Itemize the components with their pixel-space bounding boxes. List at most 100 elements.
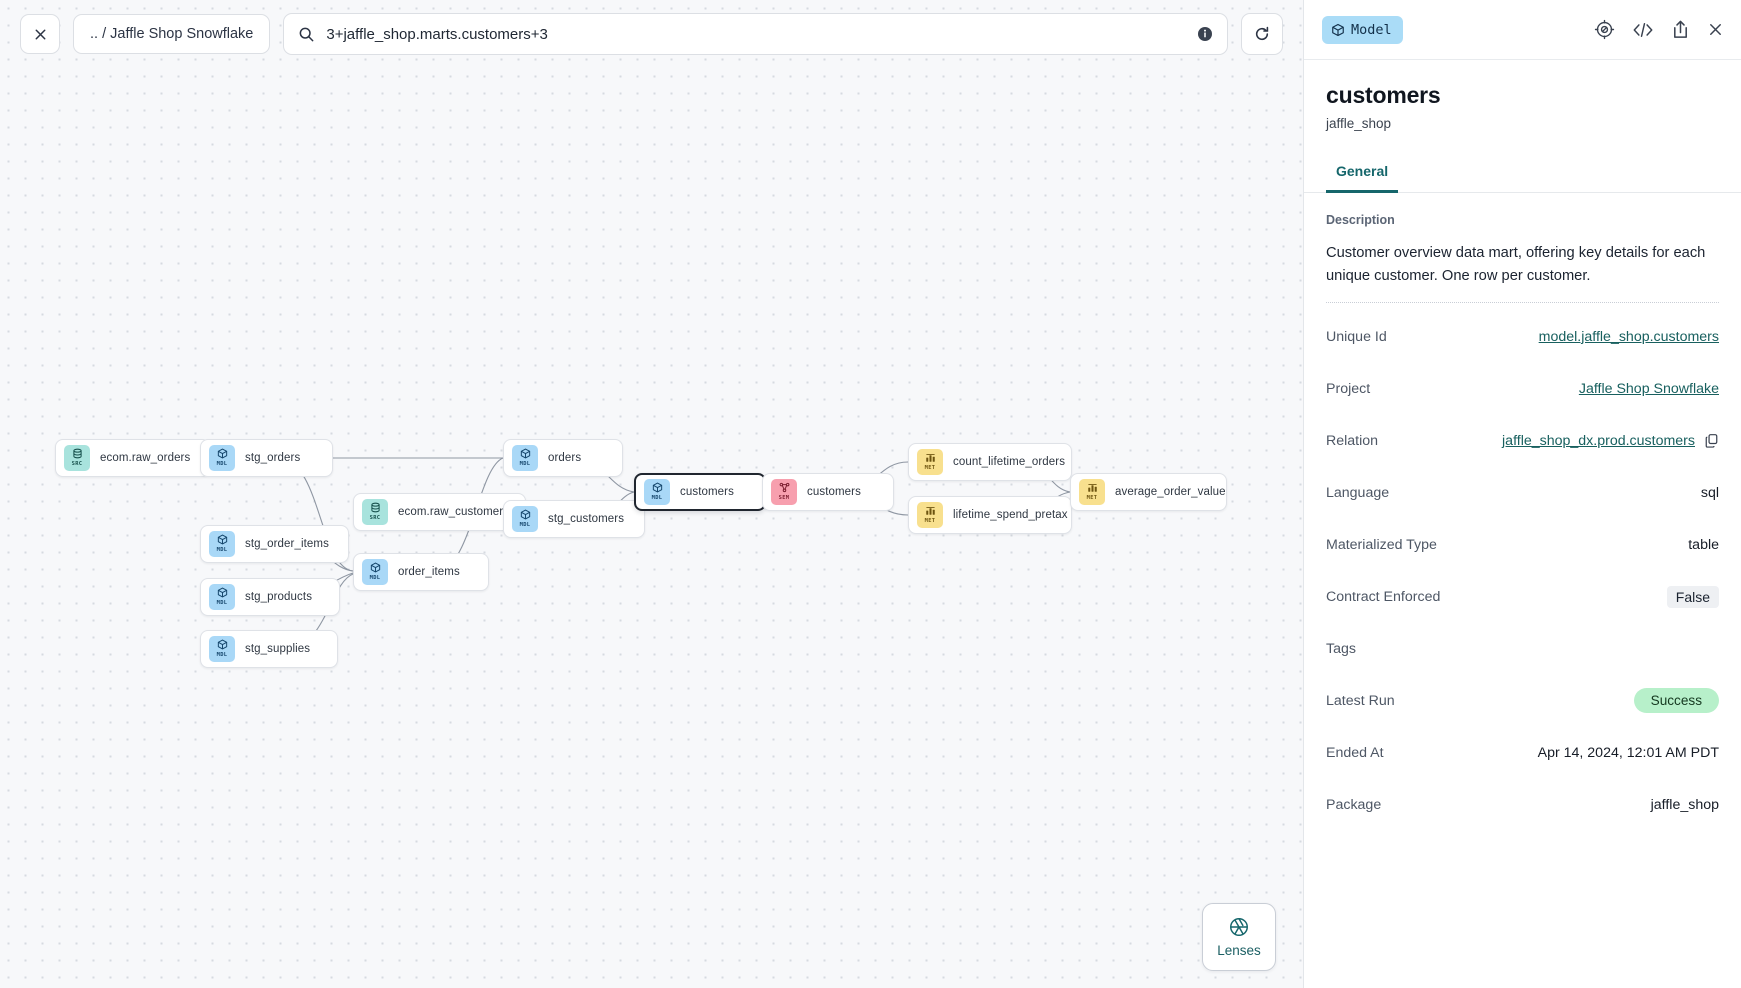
panel-action-icons	[1594, 19, 1724, 40]
metadata-value: jaffle_shop	[1650, 796, 1719, 813]
graph-node-label: ecom.raw_customers	[398, 506, 510, 518]
graph-node-ecom-raw-orders[interactable]: SRC ecom.raw_orders	[55, 439, 210, 477]
info-icon[interactable]	[1197, 26, 1213, 42]
graph-node-stg-supplies[interactable]: MDL stg_supplies	[200, 630, 338, 668]
node-type-icon-mdl: MDL	[209, 445, 235, 471]
metadata-key: Tags	[1326, 640, 1356, 657]
lineage-edges	[158, 457, 1071, 650]
graph-node-label: stg_customers	[548, 513, 625, 525]
graph-node-label: customers	[807, 486, 861, 498]
graph-node-label: stg_orders	[245, 452, 301, 464]
metadata-row: Materialized Type table	[1326, 527, 1719, 563]
graph-node-customers-semantic[interactable]: SEM customers	[762, 473, 894, 511]
metadata-value-link[interactable]: Jaffle Shop Snowflake	[1578, 380, 1719, 397]
graph-node-label: stg_order_items	[245, 538, 329, 550]
aperture-icon	[1228, 916, 1250, 938]
breadcrumb-label: .. / Jaffle Shop Snowflake	[90, 26, 254, 42]
graph-node-label: stg_supplies	[245, 643, 311, 655]
graph-node-label: lifetime_spend_pretax	[953, 509, 1068, 521]
refresh-icon	[1253, 25, 1271, 43]
graph-node-label: count_lifetime_orders	[953, 456, 1066, 468]
metadata-key: Relation	[1326, 432, 1379, 449]
details-panel-header: Model	[1304, 0, 1741, 60]
metadata-key: Latest Run	[1326, 692, 1395, 709]
graph-node-label: order_items	[398, 566, 460, 578]
graph-node-order-items[interactable]: MDL order_items	[353, 553, 489, 591]
graph-node-label: customers	[680, 486, 734, 498]
share-icon[interactable]	[1671, 19, 1690, 40]
metadata-value: Apr 14, 2024, 12:01 AM PDT	[1537, 744, 1719, 761]
close-lineage-button[interactable]	[20, 14, 60, 54]
graph-node-count-lifetime-orders[interactable]: MET count_lifetime_orders	[908, 443, 1072, 481]
search-icon	[298, 26, 315, 43]
lineage-canvas[interactable]: .. / Jaffle Shop Snowflake	[0, 0, 1303, 988]
node-type-icon-mdl: MDL	[209, 531, 235, 557]
graph-node-label: orders	[548, 452, 582, 464]
graph-node-label: average_order_value	[1115, 486, 1226, 498]
node-type-icon-sem: SEM	[771, 479, 797, 505]
metadata-key: Materialized Type	[1326, 536, 1437, 553]
graph-node-stg-orders[interactable]: MDL stg_orders	[200, 439, 333, 477]
graph-node-orders[interactable]: MDL orders	[503, 439, 623, 477]
graph-node-label: stg_products	[245, 591, 313, 603]
graph-node-stg-products[interactable]: MDL stg_products	[200, 578, 340, 616]
breadcrumb[interactable]: .. / Jaffle Shop Snowflake	[73, 14, 271, 54]
node-type-icon-mdl: MDL	[512, 445, 538, 471]
metadata-value-link[interactable]: jaffle_shop_dx.prod.customers	[1502, 432, 1695, 449]
target-icon[interactable]	[1594, 19, 1615, 40]
metadata-row: Relation jaffle_shop_dx.prod.customers	[1326, 423, 1719, 459]
cube-icon	[1331, 23, 1345, 37]
metadata-key: Contract Enforced	[1326, 588, 1441, 605]
close-icon[interactable]	[1707, 21, 1724, 38]
graph-node-lifetime-spend-pretax[interactable]: MET lifetime_spend_pretax	[908, 496, 1072, 534]
graph-node-average-order-value[interactable]: MET average_order_value	[1070, 473, 1227, 511]
metadata-row: Contract Enforced False	[1326, 579, 1719, 615]
copy-icon[interactable]	[1704, 433, 1719, 448]
general-section: Description Customer overview data mart,…	[1304, 193, 1741, 823]
node-type-icon-mdl: MDL	[362, 559, 388, 585]
code-icon[interactable]	[1632, 20, 1654, 40]
node-type-icon-src: SRC	[64, 445, 90, 471]
close-icon	[33, 27, 48, 42]
search-bar[interactable]	[283, 13, 1228, 55]
metadata-value: table	[1688, 536, 1719, 553]
metadata-key: Unique Id	[1326, 328, 1387, 345]
metadata-value-pill: False	[1666, 585, 1719, 608]
search-input[interactable]	[326, 25, 1186, 43]
node-type-icon-mdl: MDL	[209, 584, 235, 610]
node-type-icon-met: MET	[917, 502, 943, 528]
top-toolbar: .. / Jaffle Shop Snowflake	[0, 0, 1303, 68]
resource-type-badge: Model	[1322, 15, 1403, 44]
graph-node-stg-order-items[interactable]: MDL stg_order_items	[200, 525, 349, 563]
node-type-icon-met: MET	[1079, 479, 1105, 505]
details-panel: Model	[1303, 0, 1741, 988]
node-type-icon-mdl: MDL	[512, 506, 538, 532]
page-subtitle: jaffle_shop	[1326, 116, 1392, 131]
metadata-row: Ended At Apr 14, 2024, 12:01 AM PDT	[1326, 735, 1719, 771]
refresh-button[interactable]	[1241, 13, 1283, 55]
metadata-key: Project	[1326, 380, 1371, 397]
graph-node-stg-customers[interactable]: MDL stg_customers	[503, 500, 645, 538]
lenses-button[interactable]: Lenses	[1202, 903, 1276, 971]
metadata-value-link[interactable]: model.jaffle_shop.customers	[1538, 328, 1719, 345]
description-text: Customer overview data mart, offering ke…	[1326, 245, 1706, 284]
lenses-label: Lenses	[1217, 943, 1261, 958]
tab-general[interactable]: General	[1326, 157, 1399, 193]
metadata-row: Tags	[1326, 631, 1719, 667]
metadata-value: sql	[1700, 484, 1719, 501]
metadata-key: Ended At	[1326, 744, 1384, 761]
node-type-icon-met: MET	[917, 449, 943, 475]
node-type-icon-mdl: MDL	[209, 636, 235, 662]
panel-tabs: General	[1304, 157, 1741, 193]
panel-title-block: customers jaffle_shop	[1304, 60, 1741, 131]
divider	[1326, 301, 1719, 303]
graph-node-label: ecom.raw_orders	[100, 452, 191, 464]
metadata-row: Project Jaffle Shop Snowflake	[1326, 371, 1719, 407]
